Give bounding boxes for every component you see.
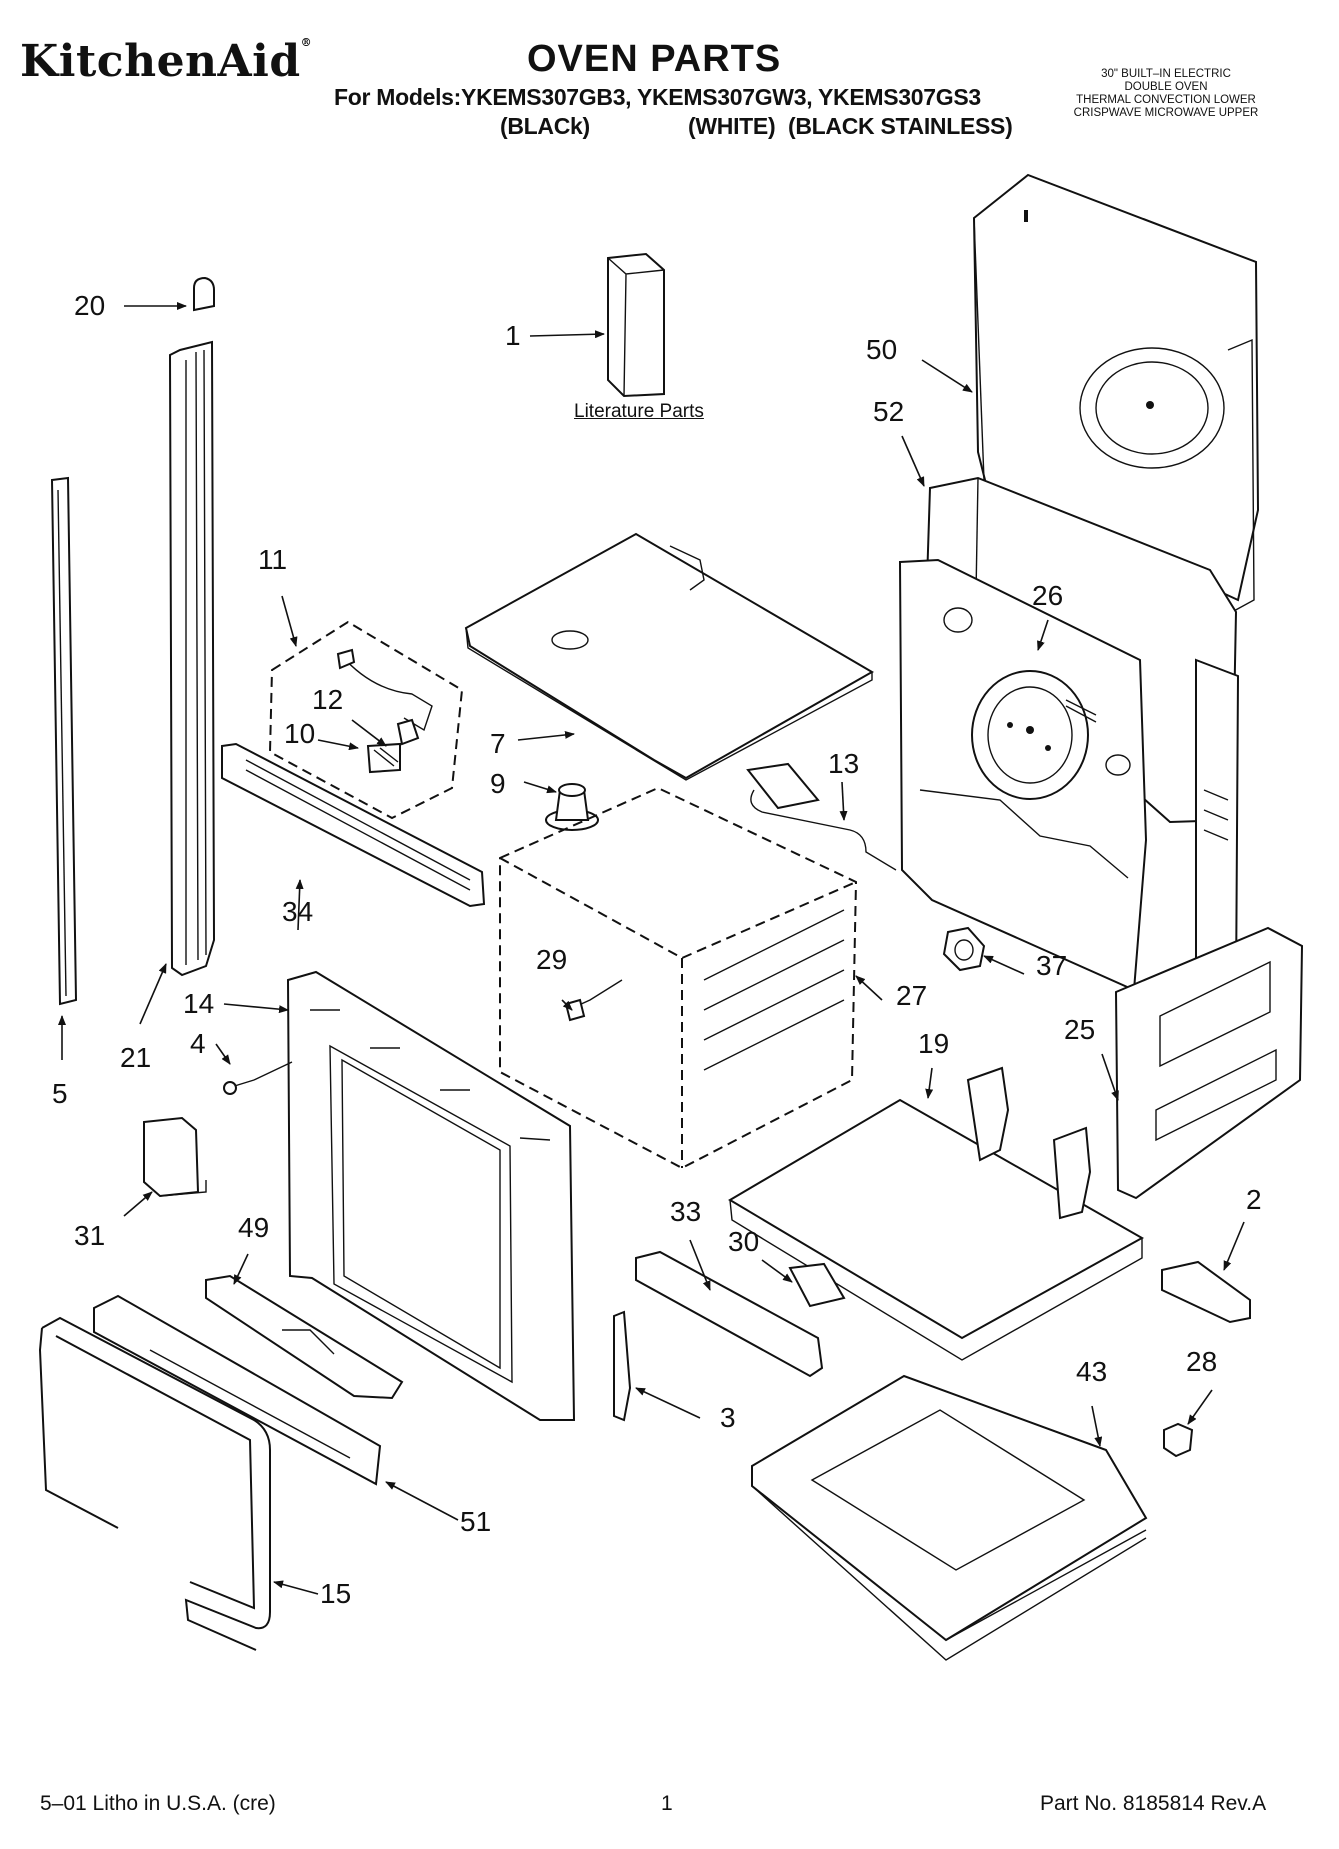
variant-black: (BLACk) [500, 113, 590, 139]
callout-4: 4 [190, 1028, 206, 1059]
callout-3: 3 [720, 1402, 736, 1433]
callout-28: 28 [1186, 1346, 1218, 1377]
part-21-side-trim [168, 340, 216, 977]
callout-13: 13 [828, 748, 860, 779]
callout-5: 5 [52, 1078, 68, 1109]
part-50-rear-panel [972, 173, 1260, 613]
product-description: 30" BUILT–IN ELECTRIC DOUBLE OVEN THERMA… [1046, 68, 1286, 120]
litho-note: 5–01 Litho in U.S.A. (cre) [40, 1792, 276, 1815]
part-34-vent-grille [221, 742, 486, 908]
part-14-front-frame [286, 970, 576, 1421]
callout-10: 10 [284, 718, 316, 749]
callout-29: 29 [536, 944, 568, 975]
part-3-hinge-bracket [613, 1310, 632, 1422]
page-number: 1 [661, 1792, 673, 1815]
part-33-rail [635, 1250, 824, 1378]
kitchenaid-logo: KitchenAid® [20, 36, 312, 87]
callout-33: 33 [670, 1196, 702, 1227]
part-7-top-cover [464, 532, 875, 781]
brand-name: KitchenAid [20, 36, 301, 87]
part-15-door-gasket [38, 1316, 271, 1651]
callout-20: 20 [74, 290, 106, 321]
part-20-end-cap [193, 276, 215, 312]
callout-21: 21 [120, 1042, 152, 1073]
part-4-screw [223, 1061, 293, 1095]
variant-stainless: (BLACK STAINLESS) [788, 113, 1013, 139]
callout-9: 9 [490, 768, 506, 799]
part-9-fan-motor [545, 783, 599, 831]
part-13-convection-element [746, 762, 897, 871]
registered-mark: ® [300, 36, 313, 49]
part-30-clip [788, 1262, 846, 1308]
part-43-base-pan [751, 1374, 1148, 1661]
callout-50: 50 [866, 334, 898, 365]
description-line: DOUBLE OVEN [1124, 81, 1208, 93]
models-line: For Models:YKEMS307GB3, YKEMS307GW3, YKE… [334, 84, 981, 110]
callout-25: 25 [1064, 1014, 1096, 1045]
part-51-lower-grille [93, 1294, 382, 1486]
callout-7: 7 [490, 728, 506, 759]
callout-26: 26 [1032, 580, 1064, 611]
callout-43: 43 [1076, 1356, 1108, 1387]
part-number: Part No. 8185814 Rev.A [1040, 1792, 1267, 1815]
callout-1: 1 [505, 320, 521, 351]
part-52-26-back-assembly [898, 476, 1240, 992]
variant-white: (WHITE) [688, 113, 776, 139]
part-28-connector [1163, 1422, 1194, 1458]
callout-11: 11 [258, 544, 288, 575]
callout-14: 14 [183, 988, 215, 1019]
description-line: THERMAL CONVECTION LOWER [1076, 94, 1256, 106]
callout-30: 30 [728, 1226, 760, 1257]
leader-arrows [58, 302, 1245, 1595]
part-1-literature-pack [607, 252, 665, 398]
callout-19: 19 [918, 1028, 950, 1059]
callout-34: 34 [282, 896, 314, 927]
part-2-bracket [1161, 1260, 1251, 1324]
callout-2: 2 [1246, 1184, 1262, 1215]
callout-31: 31 [74, 1220, 106, 1251]
part-11-wiring-group [268, 620, 464, 820]
part-37-gasket [942, 926, 986, 972]
callout-27: 27 [896, 980, 928, 1011]
callout-12: 12 [312, 684, 344, 715]
part-49-trim-strip [205, 1274, 404, 1400]
part-29-sensor [564, 979, 623, 1022]
part-19-bottom-tray [728, 1066, 1145, 1361]
callout-37: 37 [1036, 950, 1068, 981]
callout-51: 51 [460, 1506, 492, 1537]
callout-52: 52 [873, 396, 905, 427]
part-25-side-panel [1114, 926, 1304, 1200]
page-title: OVEN PARTS [527, 38, 782, 80]
callout-49: 49 [238, 1212, 270, 1243]
part-5-vertical-trim [50, 476, 78, 1006]
callout-15: 15 [320, 1578, 352, 1609]
part-27-oven-cavity [499, 786, 858, 1170]
description-line: 30" BUILT–IN ELECTRIC [1101, 68, 1231, 80]
description-line: CRISPWAVE MICROWAVE UPPER [1073, 107, 1259, 119]
part-31-bracket [143, 1116, 207, 1198]
literature-parts-label: Literature Parts [574, 401, 704, 422]
